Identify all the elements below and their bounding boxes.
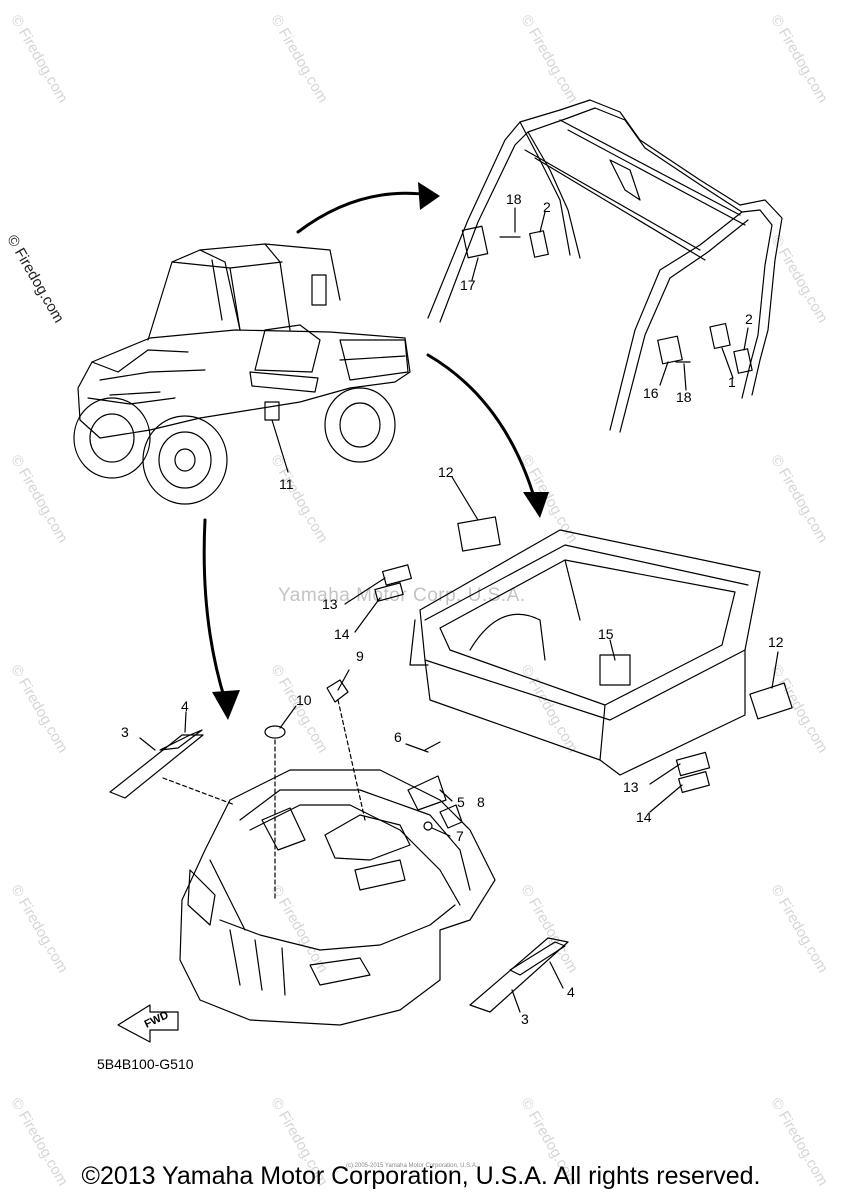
tiny-credit: (c) 2005-2015 Yamaha Motor Corporation, … — [346, 1163, 478, 1169]
callout-10: 10 — [296, 692, 312, 708]
callout-17: 17 — [460, 277, 476, 293]
callout-18: 18 — [506, 191, 522, 207]
callout-13: 13 — [623, 779, 639, 795]
callout-4: 4 — [181, 698, 189, 714]
callout-5: 5 — [457, 794, 465, 810]
callout-15: 15 — [598, 626, 614, 642]
roll-cage — [427, 99, 783, 433]
callout-12: 12 — [768, 634, 784, 650]
callout-11: 11 — [279, 476, 294, 492]
vehicle-overview — [73, 243, 411, 505]
direction-arrows — [202, 191, 537, 702]
callout-18: 18 — [676, 389, 692, 405]
callout-14: 14 — [334, 626, 350, 642]
callout-9: 9 — [356, 648, 364, 664]
callout-2: 2 — [745, 311, 753, 327]
drawing-code: 5B4B100-G510 — [97, 1056, 194, 1072]
copyright-notice: ©2013 Yamaha Motor Corporation, U.S.A. A… — [81, 1162, 761, 1190]
callout-8: 8 — [477, 794, 485, 810]
callout-7: 7 — [456, 828, 464, 844]
fwd-arrow — [117, 1004, 179, 1043]
callout-2: 2 — [543, 199, 551, 215]
callout-12: 12 — [438, 464, 454, 480]
hood-assembly — [109, 669, 569, 1026]
callout-4: 4 — [567, 984, 575, 1000]
callout-6: 6 — [394, 729, 402, 745]
callout-14: 14 — [636, 809, 652, 825]
callout-3: 3 — [521, 1011, 529, 1027]
callout-13: 13 — [322, 596, 338, 612]
cargo-bed — [344, 476, 793, 813]
callout-3: 3 — [121, 724, 129, 740]
callout-1: 1 — [728, 374, 736, 390]
callout-16: 16 — [643, 385, 659, 401]
center-watermark: Yamaha Motor Corp. U.S.A. — [278, 585, 526, 606]
arrow-heads — [212, 182, 549, 720]
